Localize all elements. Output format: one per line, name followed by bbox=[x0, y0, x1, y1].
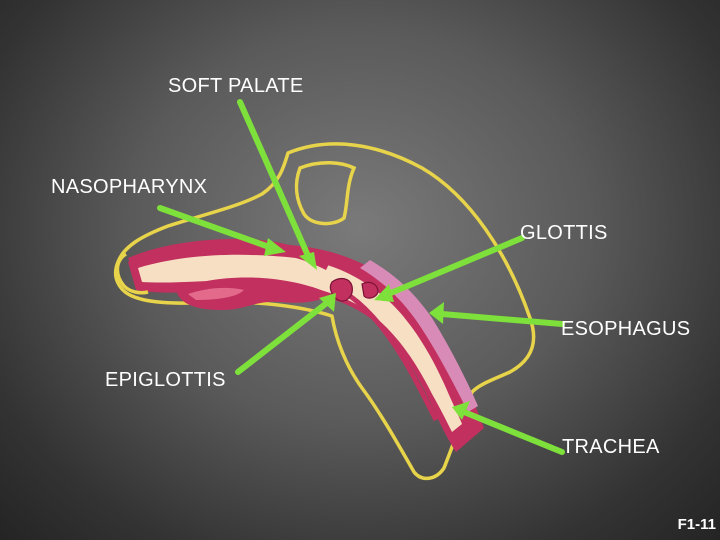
figure-number: F1-11 bbox=[677, 516, 716, 533]
label-nasopharynx: NASOPHARYNX bbox=[51, 176, 208, 198]
label-soft-palate: SOFT PALATE bbox=[168, 75, 304, 97]
arrowhead-trachea bbox=[452, 401, 470, 420]
snout-outline bbox=[115, 252, 149, 295]
cranial-outline bbox=[294, 161, 357, 226]
arrow-nasopharynx bbox=[157, 205, 275, 251]
arrowhead-nasopharynx bbox=[264, 238, 286, 256]
label-trachea: TRACHEA bbox=[562, 436, 660, 458]
arrowhead-esophagus bbox=[429, 302, 444, 324]
arrow-soft-palate bbox=[237, 99, 312, 261]
nasal-passage bbox=[128, 238, 330, 270]
label-glottis: GLOTTIS bbox=[520, 222, 608, 244]
glottis-shape bbox=[361, 281, 379, 299]
arrow-esophagus bbox=[439, 311, 565, 327]
arrow-glottis bbox=[383, 235, 525, 298]
arrowhead-epiglottis bbox=[319, 293, 336, 312]
tongue-highlight bbox=[188, 287, 244, 300]
epiglottis-shape bbox=[329, 277, 353, 302]
arrow-trachea bbox=[461, 409, 565, 455]
esophagus bbox=[360, 260, 478, 412]
label-epiglottis: EPIGLOTTIS bbox=[105, 369, 226, 391]
tongue bbox=[176, 277, 330, 310]
trachea-stripe bbox=[348, 293, 439, 422]
arrowhead-glottis bbox=[374, 284, 394, 302]
arrow-epiglottis bbox=[235, 299, 331, 375]
trachea-wall bbox=[128, 243, 484, 452]
arrowhead-soft-palate bbox=[299, 252, 317, 270]
label-esophagus: ESOPHAGUS bbox=[561, 318, 691, 340]
head-outline bbox=[113, 142, 536, 481]
